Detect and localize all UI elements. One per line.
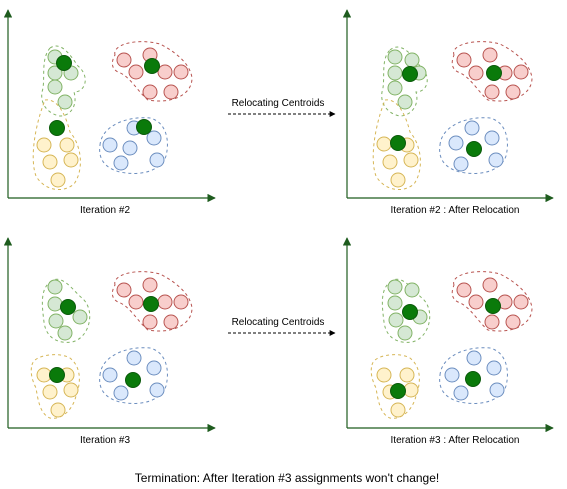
arrow-label-top: Relocating Centroids [232,98,325,109]
red-cluster [451,41,533,102]
panel-iteration-3-after-relocation: Iteration #3 : After Relocation [342,237,554,446]
green-cluster [381,46,428,117]
caption-iteration-3: Iteration #3 [80,435,130,446]
green-cluster [381,278,431,343]
axes [342,237,554,433]
blue-cluster [439,117,508,174]
centroids [390,298,501,399]
panel-iteration-2-after-relocation: Iteration #2 : After Relocation [342,9,554,216]
red-cluster [111,271,193,332]
axes [3,9,216,203]
red-cluster [451,271,533,332]
red-cluster [111,41,193,102]
arrow-label-bottom: Relocating Centroids [232,317,325,328]
blue-cluster [99,117,168,174]
relocating-arrow-bottom: Relocating Centroids [228,317,336,336]
blue-cluster [99,347,168,404]
green-cluster [41,45,86,117]
panel-iteration-2: Iteration #2 [3,9,216,216]
yellow-cluster [30,354,80,419]
yellow-cluster [32,99,81,191]
blue-cluster [439,347,508,404]
termination-note: Termination: After Iteration #3 assignme… [135,471,439,485]
axes [342,9,554,203]
caption-iteration-2: Iteration #2 [80,205,130,216]
centroids [49,296,159,388]
centroids [390,65,502,157]
centroids [49,55,160,136]
panel-iteration-3: Iteration #3 [3,237,216,446]
relocating-arrow-top: Relocating Centroids [228,98,336,117]
axes [3,237,216,433]
green-cluster [41,278,91,343]
caption-iteration-3-after-relocation: Iteration #3 : After Relocation [391,435,520,446]
caption-iteration-2-after-relocation: Iteration #2 : After Relocation [391,205,520,216]
